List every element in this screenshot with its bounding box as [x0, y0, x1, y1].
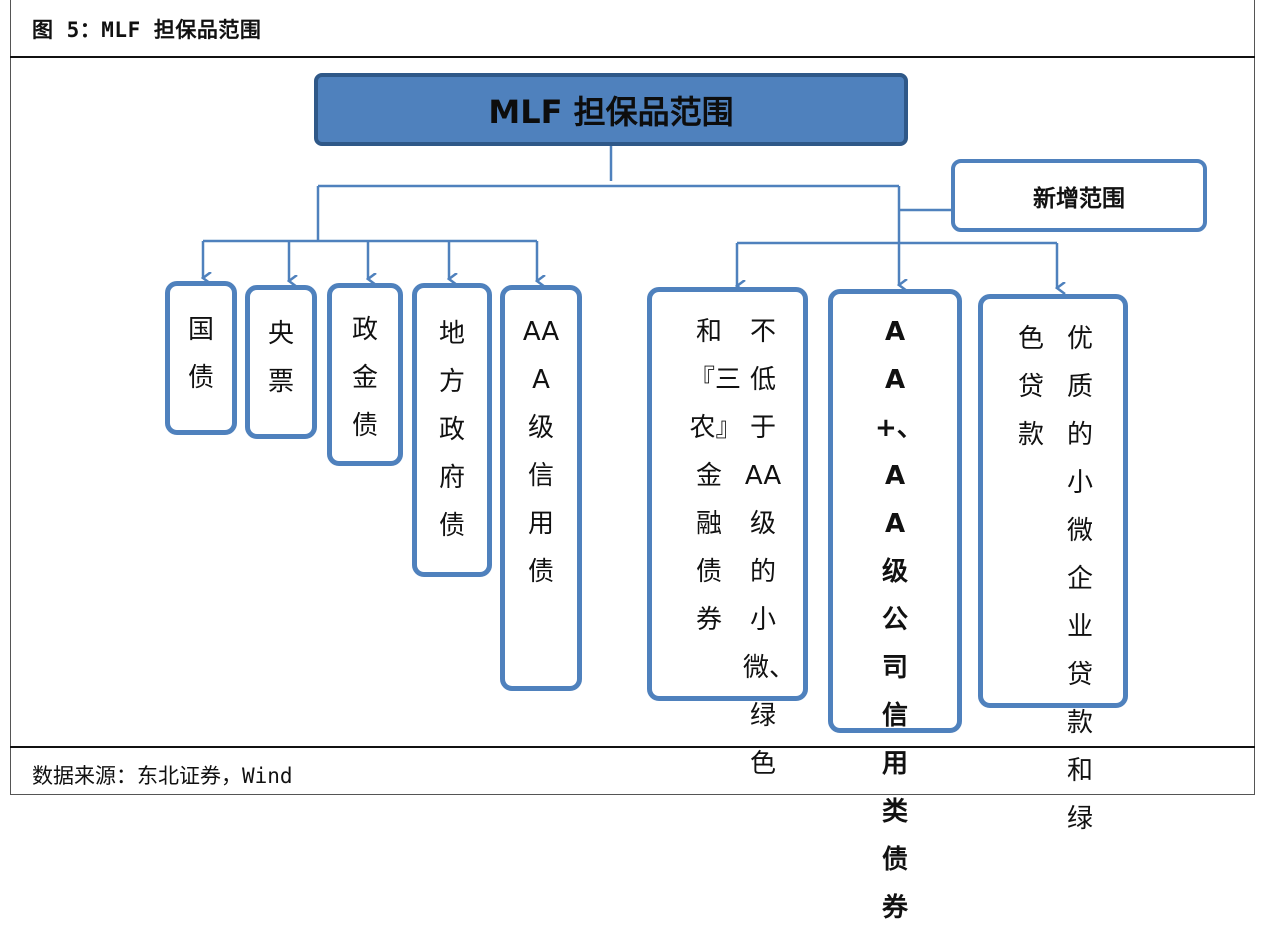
leaf-sme-green-loans: 优质的小微企业贷款和绿 色贷款 [978, 294, 1128, 834]
source-note: 数据来源：东北证券，Wind [32, 764, 293, 788]
leaf-label: 国债 [187, 315, 214, 393]
leaf-label-col2: 和『三农』金融债券 [689, 317, 742, 635]
connector-lines [0, 146, 1267, 797]
leaf-label: 央票 [267, 319, 294, 397]
leaf-label: AA+、AA级公司信用类债券 [875, 317, 923, 923]
leaf-financial-bonds: 不低于AA级的小微、绿色 和『三农』金融债券 [647, 287, 808, 779]
leaf-label-col2: 色贷款 [1017, 324, 1044, 450]
leaf-corporate-credit-bonds: AA+、AA级公司信用类债券 [828, 289, 962, 923]
figure-title: 图 5：MLF 担保品范围 [32, 18, 262, 42]
leaf-treasury-bonds: 国债 [165, 281, 237, 435]
root-box: MLF 担保品范围 [314, 73, 908, 146]
new-scope-box: 新增范围 [951, 159, 1207, 232]
bottom-rule [10, 746, 1255, 748]
leaf-central-bank-bills: 央票 [245, 285, 317, 439]
leaf-local-government-bonds: 地方政府债 [412, 283, 492, 577]
leaf-aaa-credit-bonds: AAA级信用债 [500, 285, 582, 691]
leaf-label: AAA级信用债 [522, 317, 560, 587]
leaf-label: 地方政府债 [438, 319, 465, 541]
leaf-policy-bank-bonds: 政金债 [327, 283, 403, 466]
leaf-label-col1: 优质的小微企业贷款和绿 [1066, 324, 1093, 834]
figure-frame [10, 0, 1255, 795]
leaf-label: 政金债 [351, 315, 378, 441]
top-rule [10, 56, 1255, 58]
leaf-label-col1: 不低于AA级的小微、绿色 [743, 317, 796, 779]
